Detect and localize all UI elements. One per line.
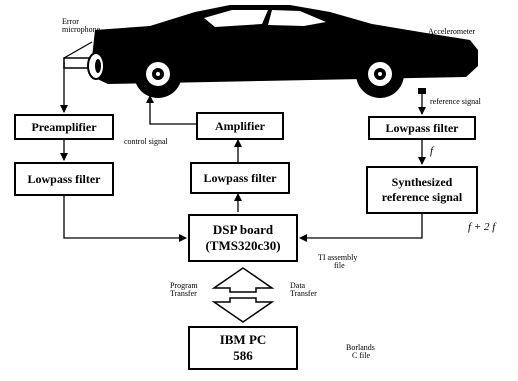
synthesized-reference-box: Synthesized reference signal	[366, 166, 478, 214]
frequency-f-label: f	[430, 146, 433, 158]
data-transfer-line2: Transfer	[290, 289, 317, 298]
ibm-pc-line1: IBM PC	[220, 332, 267, 348]
amplifier-box: Amplifier	[196, 112, 284, 140]
car-silhouette	[92, 5, 478, 98]
lowpass-filter-left-box: Lowpass filter	[14, 162, 114, 196]
preamplifier-label: Preamplifier	[31, 120, 96, 135]
synthesized-line1: Synthesized	[392, 175, 453, 190]
control-signal-label: control signal	[124, 138, 168, 146]
preamplifier-box: Preamplifier	[14, 114, 114, 140]
data-transfer-label: Data Transfer	[290, 282, 317, 299]
dsp-board-line1: DSP board	[213, 222, 273, 238]
ti-assembly-label: TI assembly file	[318, 254, 357, 271]
accelerometer-label: Accelerometer	[428, 28, 475, 36]
lowpass-filter-right-box: Lowpass filter	[368, 116, 476, 140]
borland-line2: C file	[352, 351, 370, 360]
reference-signal-label: reference signal	[430, 98, 481, 106]
transfer-double-arrow	[214, 268, 272, 322]
error-microphone-line2: microphone	[62, 25, 100, 34]
program-transfer-label: Program Transfer	[170, 282, 198, 299]
error-microphone-label: Error microphone	[62, 18, 100, 35]
accelerometer-sensor	[418, 88, 426, 94]
lowpass-filter-left-label: Lowpass filter	[28, 172, 101, 187]
borland-label: Borlands C file	[346, 344, 375, 361]
dsp-board-box: DSP board (TMS320c30)	[188, 214, 298, 262]
frequency-f2f-label: f + 2 f	[468, 222, 495, 234]
ibm-pc-line2: 586	[233, 348, 253, 364]
program-transfer-line2: Transfer	[170, 289, 197, 298]
ibm-pc-box: IBM PC 586	[188, 326, 298, 370]
synthesized-line2: reference signal	[382, 190, 463, 205]
lowpass-filter-mid-label: Lowpass filter	[204, 171, 277, 186]
ti-assembly-line2: file	[334, 261, 345, 270]
lowpass-filter-right-label: Lowpass filter	[386, 121, 459, 136]
amplifier-label: Amplifier	[215, 119, 265, 134]
lowpass-filter-mid-box: Lowpass filter	[190, 162, 290, 194]
dsp-board-line2: (TMS320c30)	[205, 238, 280, 254]
